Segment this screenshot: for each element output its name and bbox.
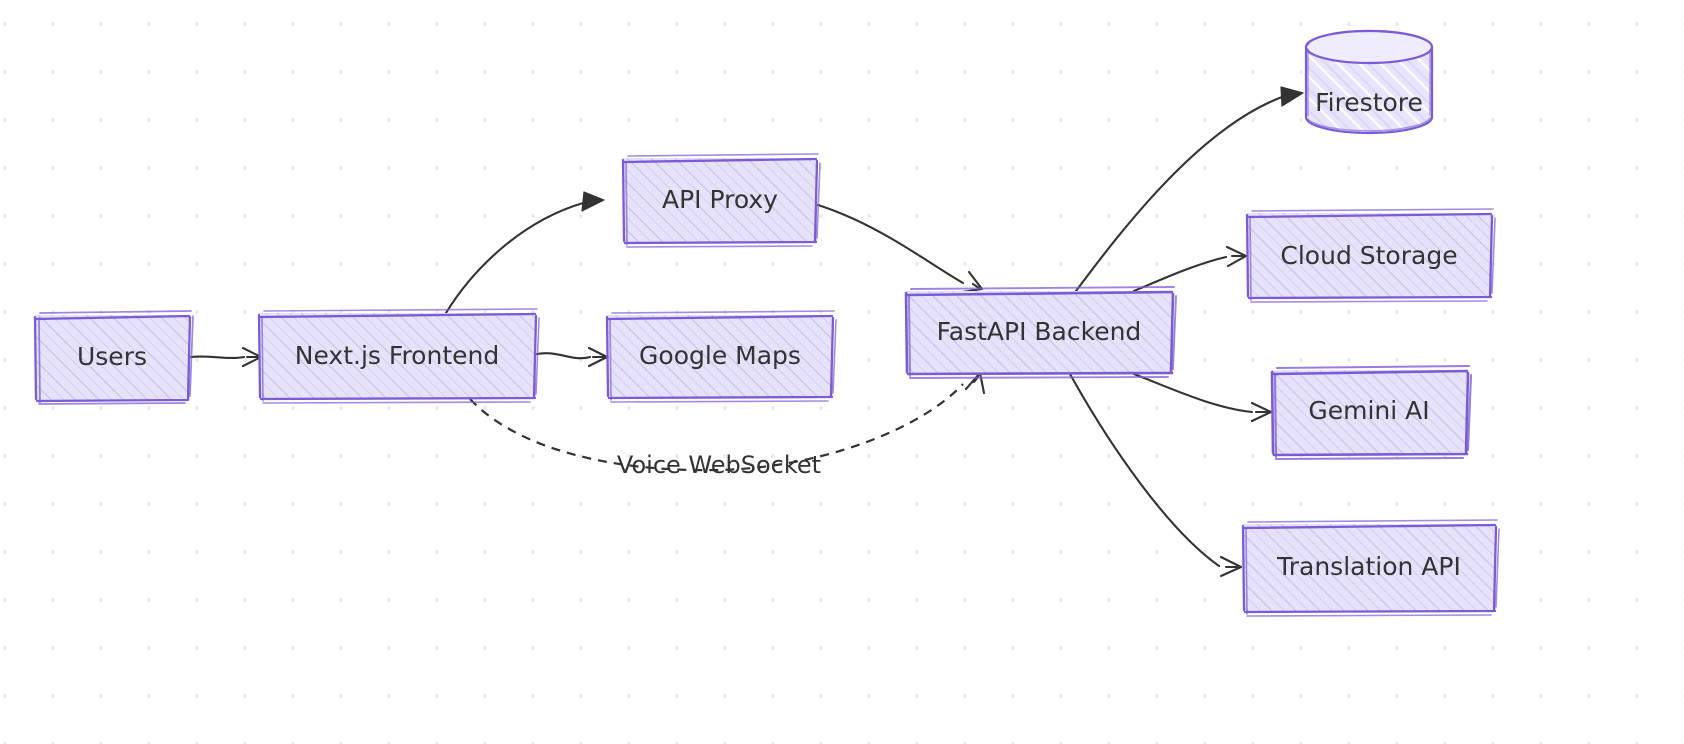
node-users[interactable]: Users bbox=[33, 310, 194, 405]
node-label-firestore: Firestore bbox=[1315, 88, 1423, 117]
node-cloud-storage[interactable]: Cloud Storage bbox=[1245, 208, 1496, 303]
node-translation-api[interactable]: Translation API bbox=[1241, 519, 1500, 617]
node-fastapi-backend[interactable]: FastAPI Backend bbox=[904, 286, 1177, 379]
node-label-nextjs-frontend: Next.js Frontend bbox=[295, 341, 499, 370]
edge-users-frontend bbox=[189, 346, 263, 368]
edge-backend-firestore bbox=[1074, 86, 1304, 293]
edge-label-voice-websocket: Voice WebSocket bbox=[617, 451, 821, 479]
node-google-maps[interactable]: Google Maps bbox=[605, 310, 837, 403]
edge-frontend-maps bbox=[535, 346, 609, 368]
node-label-translation-api: Translation API bbox=[1276, 552, 1461, 581]
node-label-google-maps: Google Maps bbox=[639, 341, 801, 370]
edge-frontend-apiproxy bbox=[444, 191, 605, 315]
nodes-layer: Users Next.js Frontend API Proxy bbox=[33, 29, 1500, 617]
edges-layer bbox=[189, 86, 1304, 578]
node-label-api-proxy: API Proxy bbox=[662, 185, 778, 214]
node-firestore[interactable]: Firestore bbox=[1304, 29, 1434, 135]
node-label-users: Users bbox=[77, 342, 147, 371]
node-nextjs-frontend[interactable]: Next.js Frontend bbox=[257, 308, 540, 404]
node-gemini-ai[interactable]: Gemini AI bbox=[1270, 364, 1473, 461]
edge-backend-storage bbox=[1132, 245, 1248, 293]
edge-backend-gemini bbox=[1132, 372, 1273, 423]
node-label-gemini-ai: Gemini AI bbox=[1308, 396, 1429, 425]
node-label-fastapi-backend: FastAPI Backend bbox=[937, 317, 1142, 346]
edge-labels-layer: Voice WebSocket bbox=[617, 451, 821, 479]
node-label-cloud-storage: Cloud Storage bbox=[1280, 241, 1457, 270]
edge-backend-translation bbox=[1068, 372, 1243, 578]
node-api-proxy[interactable]: API Proxy bbox=[621, 153, 821, 248]
edge-apiproxy-backend bbox=[816, 203, 984, 294]
